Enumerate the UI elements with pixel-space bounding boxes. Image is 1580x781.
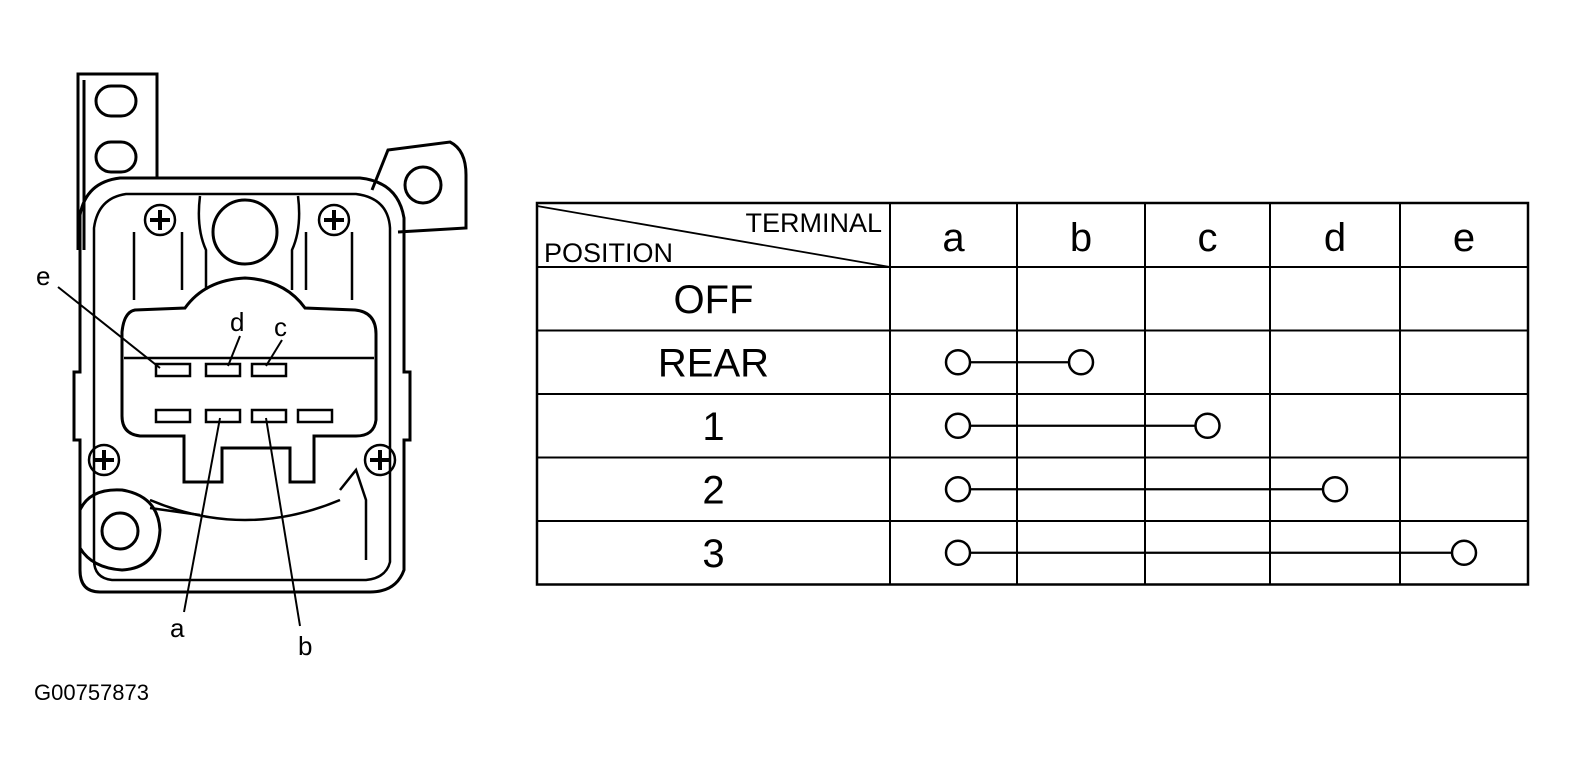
continuity-node-e xyxy=(1450,539,1478,566)
connector-label-a: a xyxy=(170,613,185,643)
terminal-header-d: d xyxy=(1324,216,1346,260)
position-label: 1 xyxy=(702,405,724,449)
figure-id: G00757873 xyxy=(34,680,149,705)
connector-label-c: c xyxy=(274,312,287,342)
continuity-node-a xyxy=(944,412,972,439)
terminal-header-b: b xyxy=(1070,216,1092,260)
connector-label-e: e xyxy=(36,261,50,291)
header-terminal: TERMINAL xyxy=(745,208,882,238)
screw-icon xyxy=(363,443,397,477)
screw-icon xyxy=(143,203,177,237)
switch-illustration: e d c a b xyxy=(36,72,468,661)
table-row: OFF xyxy=(674,278,754,322)
position-label: OFF xyxy=(674,278,754,322)
position-label: 2 xyxy=(702,468,724,512)
position-label: 3 xyxy=(702,532,724,576)
continuity-node-b xyxy=(1067,349,1095,376)
screw-icon xyxy=(317,203,351,237)
table-row: 2 xyxy=(702,468,1349,512)
header-position: POSITION xyxy=(544,238,673,268)
connector-label-d: d xyxy=(230,307,244,337)
connector-label-b: b xyxy=(298,631,312,661)
terminal-header-e: e xyxy=(1453,216,1475,260)
table-row: 1 xyxy=(702,405,1221,449)
terminal-header-a: a xyxy=(942,216,965,260)
table-row: REAR xyxy=(658,341,1095,385)
continuity-node-a xyxy=(944,539,972,566)
table-row: 3 xyxy=(702,532,1478,576)
continuity-node-a xyxy=(944,476,972,503)
continuity-node-a xyxy=(944,349,972,376)
screw-icon xyxy=(87,443,121,477)
continuity-node-c xyxy=(1194,412,1221,439)
terminal-header-c: c xyxy=(1198,216,1218,260)
header-diagonal xyxy=(536,205,891,268)
position-label: REAR xyxy=(658,341,769,385)
continuity-node-d xyxy=(1321,476,1349,503)
